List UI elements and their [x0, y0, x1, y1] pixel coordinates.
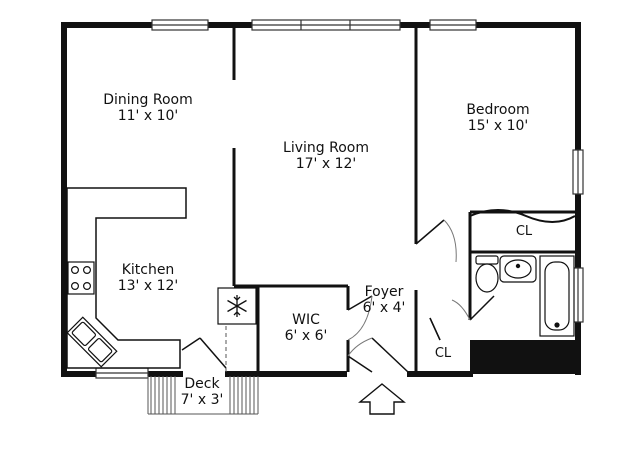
sink-icon: [66, 316, 118, 368]
window-living: [251, 19, 401, 31]
living-room-dimensions: 17' x 12': [296, 156, 357, 172]
entrance-arrow-icon: [358, 383, 406, 415]
wic-dimensions: 6' x 6': [285, 328, 328, 344]
deck-steps: [147, 376, 259, 415]
interior-walls: [232, 28, 575, 372]
toilet-icon: [475, 255, 499, 293]
bathroom-wall-block: [470, 340, 580, 374]
snowflake-icon: [217, 287, 257, 325]
bathtub-icon: [539, 255, 575, 337]
wic-name: WIC: [292, 312, 320, 328]
kitchen-dimensions: 13' x 12': [118, 278, 179, 294]
kitchen-name: Kitchen: [122, 262, 175, 278]
bedroom-closet-label: CL: [516, 224, 533, 239]
bedroom-name: Bedroom: [466, 102, 529, 118]
deck-name: Deck: [184, 376, 220, 392]
doors: [181, 219, 495, 373]
deck-dimensions: 7' x 3': [181, 392, 224, 408]
bath-sink-icon: [499, 255, 537, 283]
kitchen-counter: [66, 187, 187, 369]
bedroom-dimensions: 15' x 10': [468, 118, 529, 134]
foyer-closet-label: CL: [435, 346, 452, 361]
dining-room-dimensions: 11' x 10': [118, 108, 179, 124]
foyer-dimensions: 6' x 4': [363, 300, 406, 316]
window-kitchen-bottom: [95, 367, 149, 379]
stove-icon: [67, 261, 95, 295]
dining-room-name: Dining Room: [103, 92, 193, 108]
foyer-name: Foyer: [365, 284, 404, 300]
closet-sliding-doors: [469, 209, 576, 223]
window-dining: [151, 19, 209, 31]
windows: [95, 19, 584, 379]
living-room-name: Living Room: [283, 140, 369, 156]
window-bedroom-side: [572, 149, 584, 195]
window-bedroom-top: [429, 19, 477, 31]
